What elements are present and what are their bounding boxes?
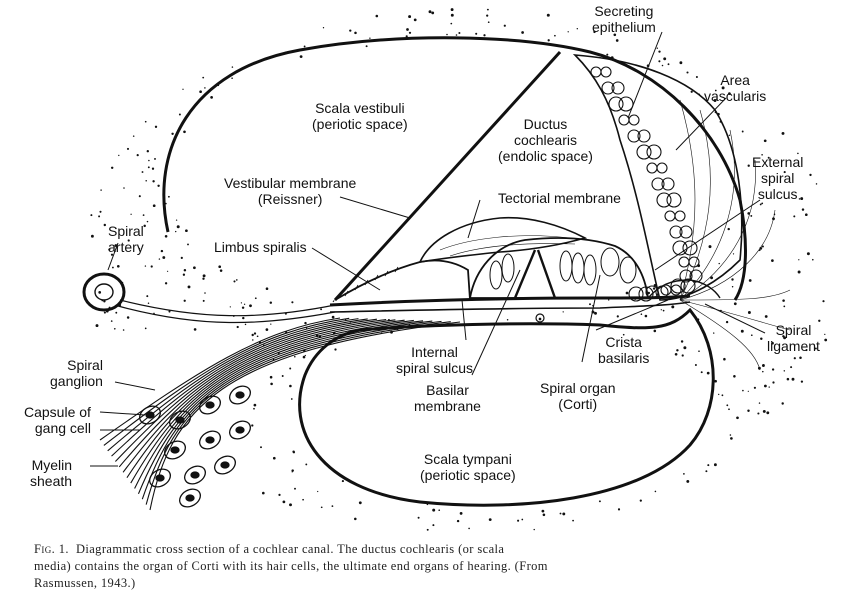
caption-line-2: media) contains the organ of Corti with … — [34, 559, 548, 573]
figure-caption: Fig. 1. Diagrammatic cross section of a … — [34, 541, 834, 592]
caption-fig-label: Fig. 1. — [34, 542, 69, 556]
organ-of-corti — [468, 237, 650, 299]
label-scala-vestibuli: Scala vestibuli(periotic space) — [312, 100, 408, 132]
area-vascularis — [572, 54, 743, 301]
pillar-cells — [513, 249, 557, 299]
caption-line-3: Rasmussen, 1943.) — [34, 576, 136, 590]
cochlear-canal-diagram — [82, 8, 828, 531]
external-spiral-sulcus — [647, 279, 721, 299]
spiral-ligament-fibers — [679, 99, 791, 371]
limbus-spiralis — [334, 259, 471, 301]
label-limbus-spiralis: Limbus spiralis — [214, 239, 307, 255]
spiral-artery — [82, 272, 336, 324]
scala-tympani-outline — [298, 307, 715, 507]
leader-lines — [90, 31, 766, 467]
label-vestibular-membrane: Vestibular membrane(Reissner) — [224, 175, 357, 207]
cochlear-nerve-fibers — [99, 317, 461, 511]
limbus-teeth — [344, 266, 399, 297]
spiral-lamina — [329, 301, 691, 313]
tectorial-membrane — [418, 216, 588, 264]
caption-line-1: Diagrammatic cross section of a cochlear… — [75, 542, 505, 556]
label-spiral-organ: Spiral organ(Corti) — [540, 380, 616, 412]
hair-cells — [489, 247, 637, 290]
periotic-bone-stipple — [90, 8, 828, 531]
label-tectorial-membrane: Tectorial membrane — [498, 190, 621, 206]
spiral-ganglion-cells — [139, 385, 251, 508]
secreting-epithelium-cells — [590, 66, 703, 302]
label-scala-tympani: Scala tympani(periotic space) — [420, 451, 516, 483]
